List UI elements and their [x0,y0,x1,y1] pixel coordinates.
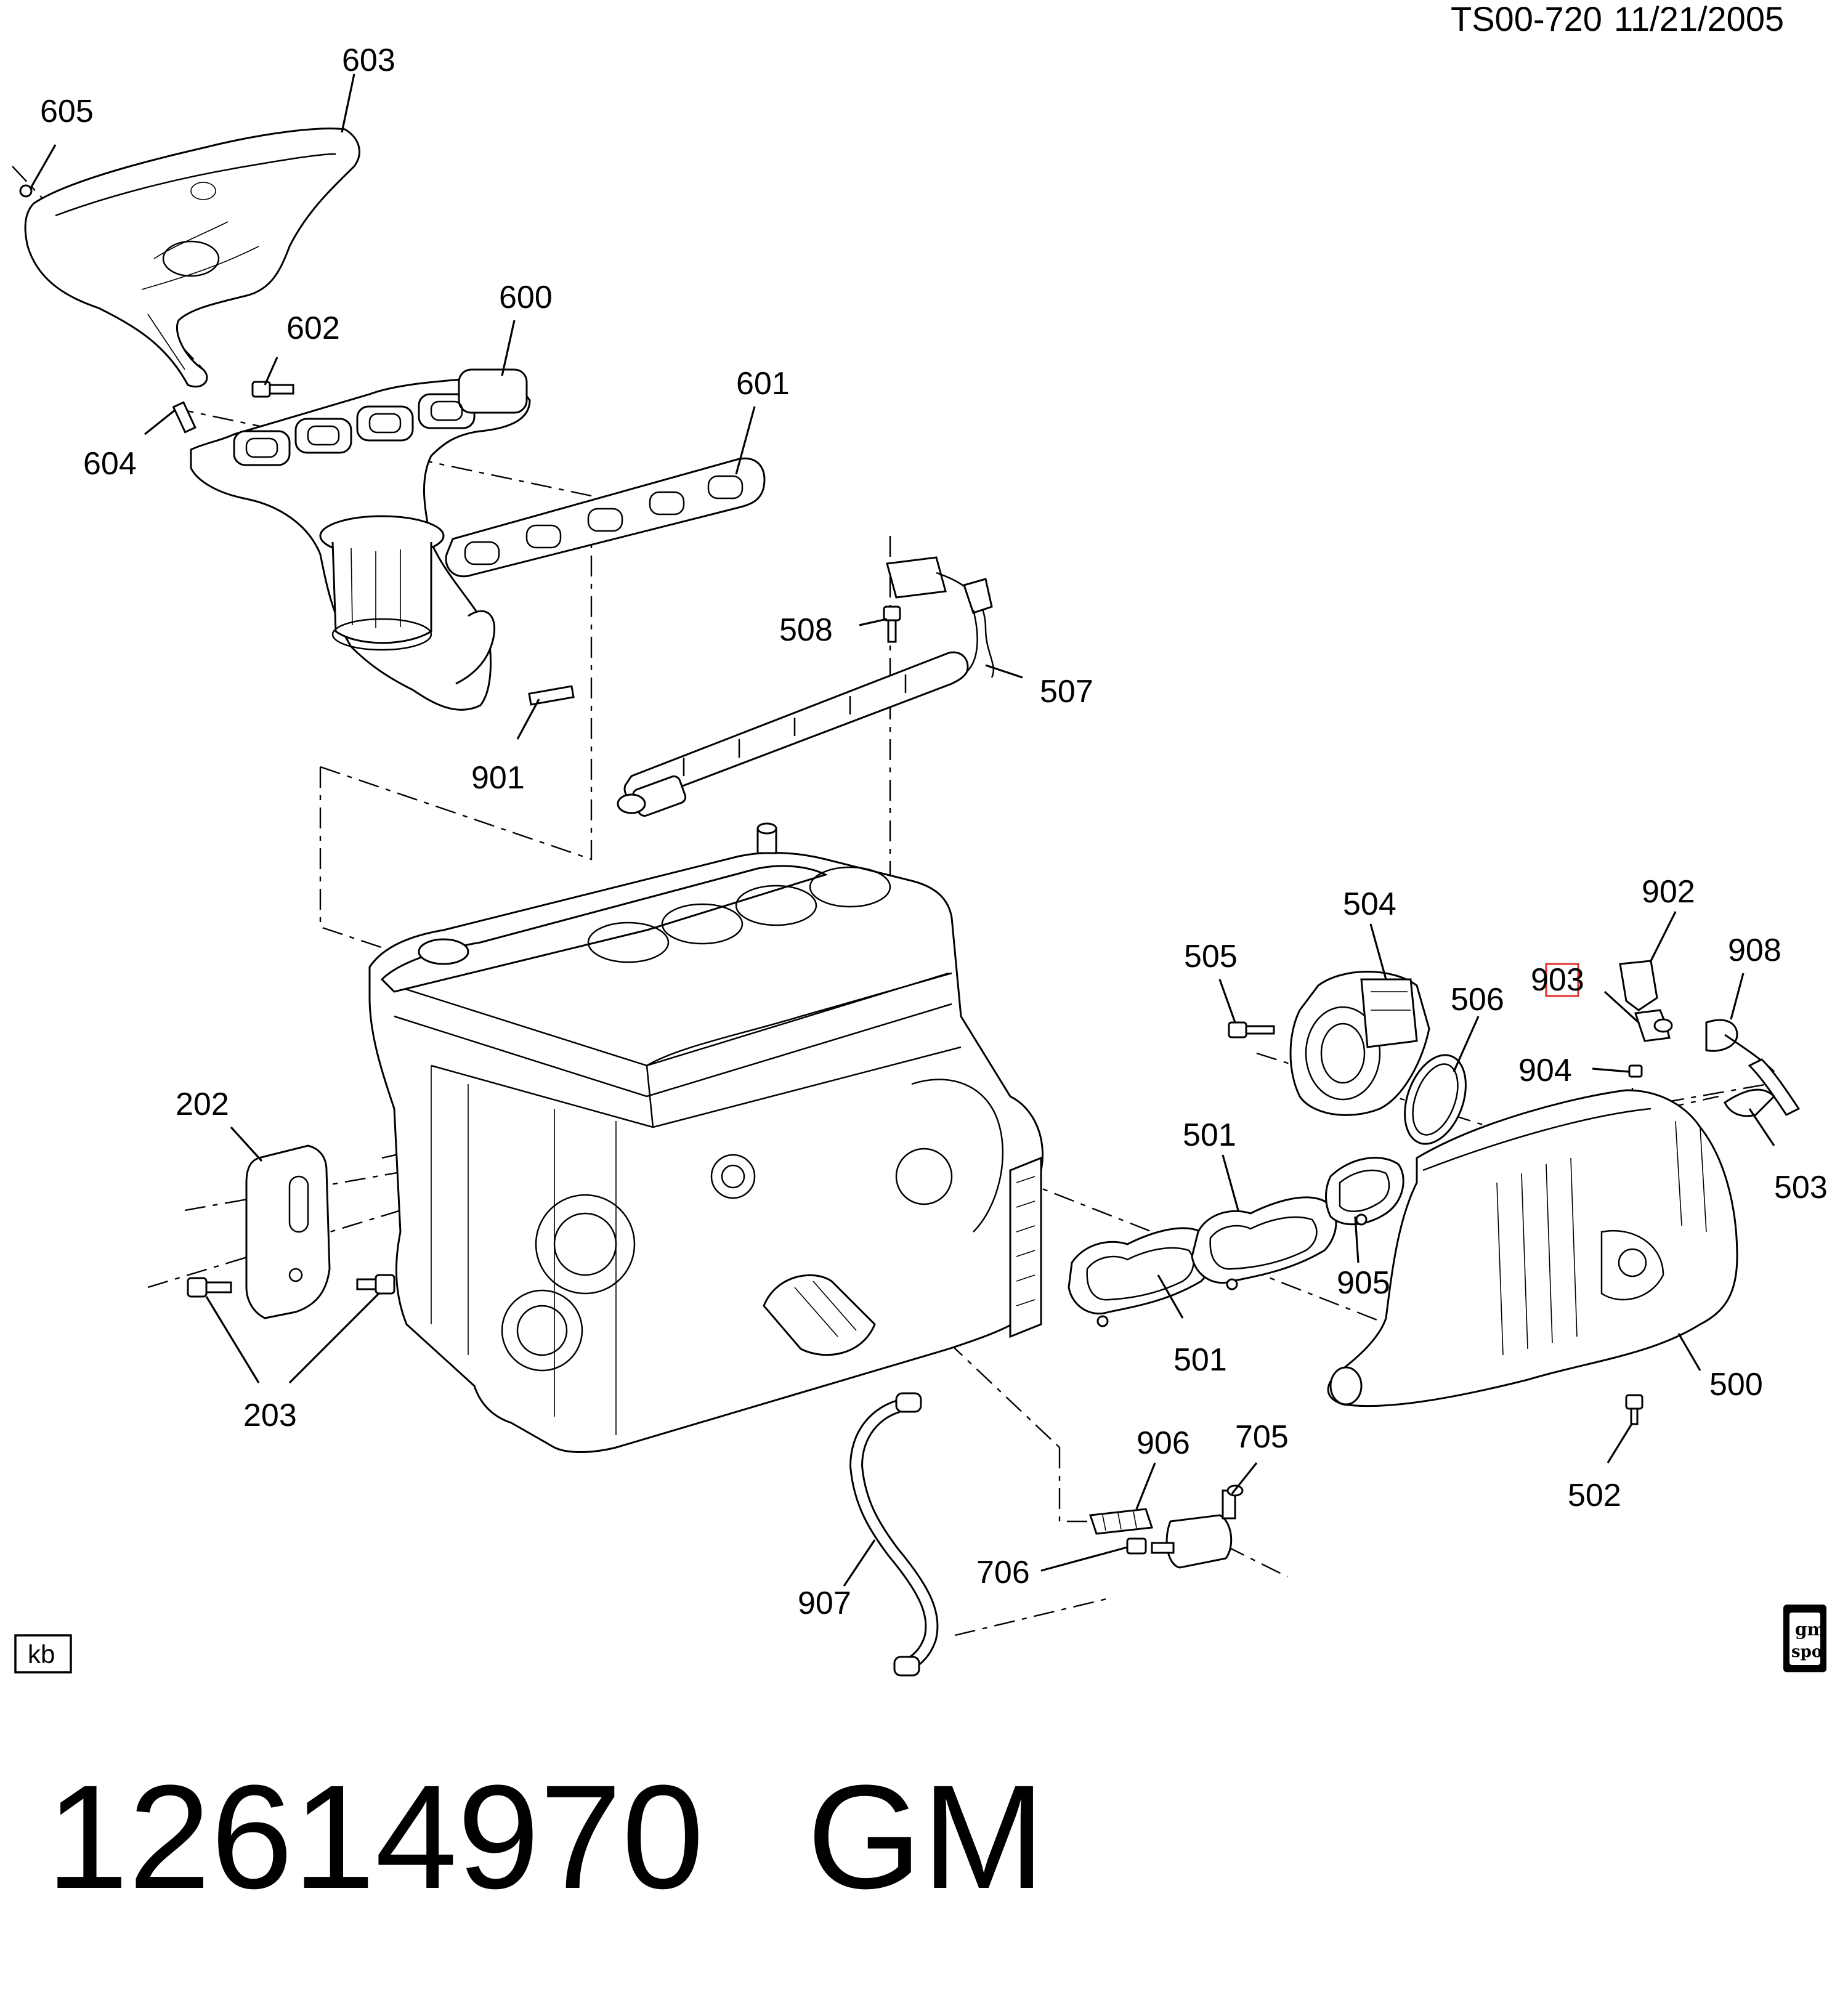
callout-905: 905 [1337,1265,1390,1301]
callout-203: 203 [243,1398,297,1433]
callout-507: 507 [1040,674,1093,710]
callout-501-lower: 501 [1173,1342,1227,1378]
diagram-reference: TS00-720 [1451,0,1602,38]
callout-601: 601 [736,366,790,402]
callout-902: 902 [1642,874,1695,910]
callout-705: 705 [1235,1419,1289,1455]
vacuum-solenoid-705 [1151,1484,1244,1569]
callout-502: 502 [1568,1478,1621,1513]
logo-text-bottom: spo [1791,1643,1822,1661]
artist-tag-box [14,1634,72,1674]
bracket-202 [245,1144,331,1319]
callout-501-upper: 501 [1183,1117,1236,1153]
part-brand: GM [807,1754,1045,1919]
callout-903-highlight [1545,963,1579,997]
callout-503: 503 [1774,1170,1828,1205]
callout-202: 202 [176,1087,229,1122]
intake-gasket-501-lower [1068,1227,1214,1315]
engine-block [368,822,1044,1453]
callout-903: 903 [1531,962,1584,998]
callout-500: 500 [1709,1367,1763,1403]
callout-706: 706 [976,1555,1030,1590]
artist-tag: kb [28,1640,55,1669]
callout-508: 508 [779,612,833,648]
callout-600: 600 [499,280,553,315]
callout-603: 603 [342,43,395,78]
callout-604: 604 [83,446,137,482]
part-number: 12614970 [46,1754,704,1919]
callout-506: 506 [1451,982,1504,1018]
callout-605: 605 [40,94,94,129]
callout-906: 906 [1137,1425,1190,1461]
gm-spo-logo: gm spo [1783,1605,1826,1672]
callout-602: 602 [286,310,340,346]
heat-shield-603 [24,128,360,388]
intake-gasket-501-upper [1191,1196,1337,1284]
leader-lines [30,73,1775,1587]
manifold-gasket-601 [445,457,766,578]
bolt-602 [251,381,294,398]
callout-904: 904 [1518,1053,1572,1088]
callout-504: 504 [1343,886,1396,922]
gasket-905 [1325,1157,1404,1226]
callout-505: 505 [1184,939,1238,974]
callout-labels: 603 605 600 602 601 604 508 507 901 504 … [40,43,1828,1621]
fuel-rail-507 [617,556,995,817]
intake-manifold-500 [1327,1089,1738,1407]
bolt-508 [883,605,901,643]
diagram-date: 11/21/2005 [1614,0,1784,38]
callout-908: 908 [1728,933,1781,968]
callout-901: 901 [471,760,525,796]
throttle-body-504 [1289,971,1430,1116]
callout-907: 907 [798,1585,851,1621]
logo-text-top: gm [1795,1619,1825,1640]
exhaust-manifold-600 [190,368,531,711]
